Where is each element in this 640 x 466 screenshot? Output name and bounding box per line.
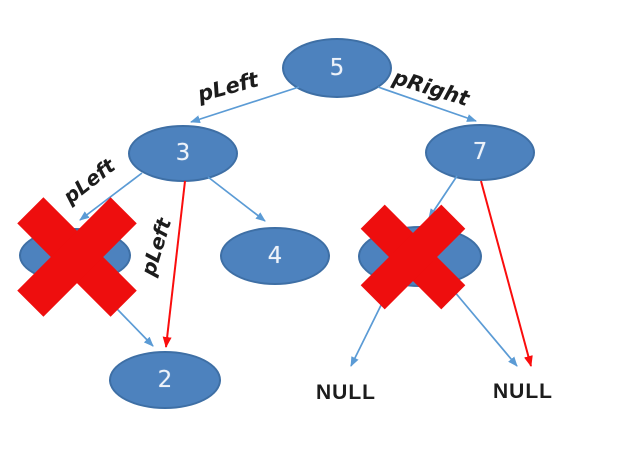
node-2-value: 2 [157,366,173,393]
null-label-left: NULL [316,381,376,404]
node-5-value: 5 [329,54,345,81]
edge-3-to-2-red-arrow [162,180,186,348]
tree-node-5: 5 [282,38,392,98]
edge-deleted-to-null-right-arrow [447,283,518,367]
tree-node-3: 3 [128,125,238,182]
node-7-value: 7 [472,139,488,165]
edge-label-pright-root: pRight [389,65,473,111]
tree-node-2: 2 [109,351,221,409]
node-3-value: 3 [175,140,191,166]
node-4-value: 4 [267,242,283,269]
edge-label-pleft-root: pLeft [195,67,261,107]
edge-7-to-null-red-arrow [480,180,533,367]
tree-node-7: 7 [425,124,535,181]
tree-node-4: 4 [220,227,330,285]
edge-3-to-4-arrow [207,176,266,222]
null-label-right: NULL [493,380,553,403]
edge-label-pleft-bottom: pLeft [135,215,177,279]
